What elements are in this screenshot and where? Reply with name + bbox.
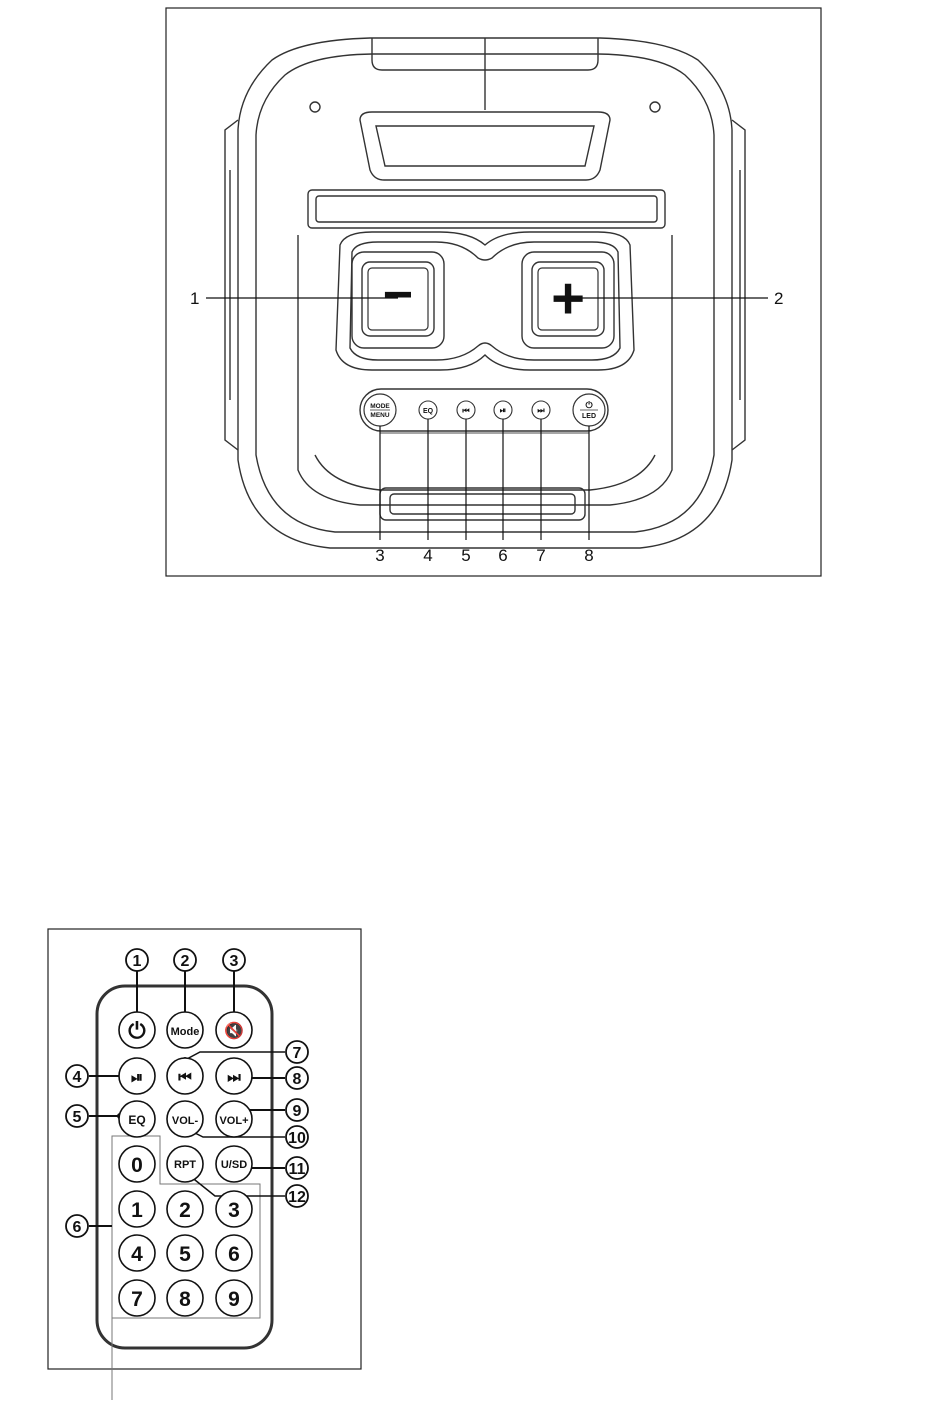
mode-menu-button[interactable]: MODE MENU xyxy=(364,394,396,426)
rpt-label: RPT xyxy=(174,1159,196,1171)
digit-label: 3 xyxy=(228,1199,240,1222)
mode-label: Mode xyxy=(171,1026,200,1038)
power-icon: ⏻ xyxy=(128,1018,146,1043)
remote-digit-4[interactable]: 4 xyxy=(119,1235,155,1271)
svg-text:5: 5 xyxy=(73,1109,82,1126)
remote-power-button[interactable]: ⏻ xyxy=(119,1012,155,1048)
remote-callout-2: 2 xyxy=(174,949,196,971)
remote-next-button[interactable]: ⏭ xyxy=(216,1058,252,1094)
speaker-callout-1: 1 xyxy=(190,289,199,308)
vol-plus-label: VOL+ xyxy=(219,1115,248,1127)
minus-icon: − xyxy=(383,266,413,324)
remote-vol-minus-button[interactable]: VOL- xyxy=(167,1101,203,1137)
power-led-button[interactable]: ⏻ LED xyxy=(573,394,605,426)
speaker-diagram: − + MODE MENU EQ ⏮ ⏯ ⏭ ⏻ LED xyxy=(0,0,950,600)
next-button[interactable]: ⏭ xyxy=(532,401,550,419)
speaker-callout-6: 6 xyxy=(498,546,507,565)
remote-eq-button[interactable]: EQ xyxy=(119,1101,155,1137)
prev-icon: ⏮ xyxy=(178,1069,192,1086)
remote-callout-9: 9 xyxy=(286,1099,308,1121)
remote-digit-9[interactable]: 9 xyxy=(216,1280,252,1316)
svg-text:7: 7 xyxy=(293,1045,302,1062)
svg-text:1: 1 xyxy=(133,953,142,970)
remote-digit-0[interactable]: 0 xyxy=(119,1146,155,1182)
remote-diagram: ⏻ Mode 🔇 ⏯ ⏮ ⏭ EQ VOL- VOL+ 0 RPT xyxy=(0,920,950,1400)
led-label: LED xyxy=(582,413,596,420)
vol-minus-label: VOL- xyxy=(172,1115,199,1127)
digit-label: 0 xyxy=(131,1154,143,1177)
remote-vol-plus-button[interactable]: VOL+ xyxy=(216,1101,252,1137)
digit-label: 8 xyxy=(179,1288,191,1311)
svg-text:2: 2 xyxy=(181,953,190,970)
remote-leader-lines xyxy=(89,970,285,1226)
svg-text:6: 6 xyxy=(73,1219,82,1236)
remote-usd-button[interactable]: U/SD xyxy=(216,1146,252,1182)
menu-label: MENU xyxy=(370,412,389,419)
play-pause-button[interactable]: ⏯ xyxy=(494,401,512,419)
prev-icon: ⏮ xyxy=(462,406,469,415)
remote-mode-button[interactable]: Mode xyxy=(167,1012,203,1048)
remote-callout-1: 1 xyxy=(126,949,148,971)
remote-callout-5: 5 xyxy=(66,1105,88,1127)
remote-callout-12: 12 xyxy=(286,1185,308,1207)
remote-callout-4: 4 xyxy=(66,1065,88,1087)
power-icon: ⏻ xyxy=(585,400,593,410)
speaker-leader-lines xyxy=(206,298,768,540)
remote-digit-5[interactable]: 5 xyxy=(167,1235,203,1271)
digit-label: 2 xyxy=(179,1199,191,1222)
svg-text:10: 10 xyxy=(288,1130,306,1147)
remote-digit-7[interactable]: 7 xyxy=(119,1280,155,1316)
remote-callout-7: 7 xyxy=(286,1041,308,1063)
speaker-callout-3: 3 xyxy=(375,546,384,565)
digit-label: 7 xyxy=(131,1288,143,1311)
svg-text:11: 11 xyxy=(289,1161,306,1178)
speaker-body xyxy=(225,38,745,548)
remote-play-pause-button[interactable]: ⏯ xyxy=(119,1058,155,1094)
svg-text:4: 4 xyxy=(73,1069,82,1086)
digit-label: 9 xyxy=(228,1288,240,1311)
remote-digit-3[interactable]: 3 xyxy=(216,1191,252,1227)
digit-label: 4 xyxy=(131,1243,143,1266)
digit-label: 5 xyxy=(179,1243,191,1266)
remote-prev-button[interactable]: ⏮ xyxy=(167,1058,203,1094)
remote-digit-2[interactable]: 2 xyxy=(167,1191,203,1227)
eq-label: EQ xyxy=(423,408,434,415)
remote-callout-3: 3 xyxy=(223,949,245,971)
svg-text:8: 8 xyxy=(293,1071,302,1088)
speaker-callout-4: 4 xyxy=(423,546,432,565)
mode-label: MODE xyxy=(370,403,390,410)
digit-label: 1 xyxy=(131,1199,143,1222)
play-pause-icon: ⏯ xyxy=(500,406,506,415)
speaker-callout-5: 5 xyxy=(461,546,470,565)
svg-text:12: 12 xyxy=(288,1189,306,1206)
svg-text:3: 3 xyxy=(230,953,239,970)
remote-mute-button[interactable]: 🔇 xyxy=(216,1012,252,1048)
eq-button[interactable]: EQ xyxy=(419,401,437,419)
remote-digit-1[interactable]: 1 xyxy=(119,1191,155,1227)
remote-frame xyxy=(48,929,361,1369)
speaker-callout-8: 8 xyxy=(584,546,593,565)
digit-label: 6 xyxy=(228,1243,240,1266)
mute-icon: 🔇 xyxy=(224,1021,244,1040)
svg-text:9: 9 xyxy=(293,1103,302,1120)
speaker-callout-7: 7 xyxy=(536,546,545,565)
plus-button[interactable]: + xyxy=(522,252,614,348)
remote-callout-11: 11 xyxy=(286,1157,308,1179)
remote-callout-6: 6 xyxy=(66,1215,88,1237)
remote-digit-6[interactable]: 6 xyxy=(216,1235,252,1271)
remote-callout-10: 10 xyxy=(286,1126,308,1148)
next-icon: ⏭ xyxy=(537,406,545,415)
minus-button[interactable]: − xyxy=(352,252,444,348)
eq-label: EQ xyxy=(128,1113,145,1127)
remote-digit-8[interactable]: 8 xyxy=(167,1280,203,1316)
play-pause-icon: ⏯ xyxy=(131,1069,143,1086)
usd-label: U/SD xyxy=(221,1159,247,1171)
remote-callout-8: 8 xyxy=(286,1067,308,1089)
speaker-callout-2: 2 xyxy=(774,289,783,308)
remote-rpt-button[interactable]: RPT xyxy=(167,1146,203,1182)
prev-button[interactable]: ⏮ xyxy=(457,401,475,419)
next-icon: ⏭ xyxy=(227,1069,241,1086)
